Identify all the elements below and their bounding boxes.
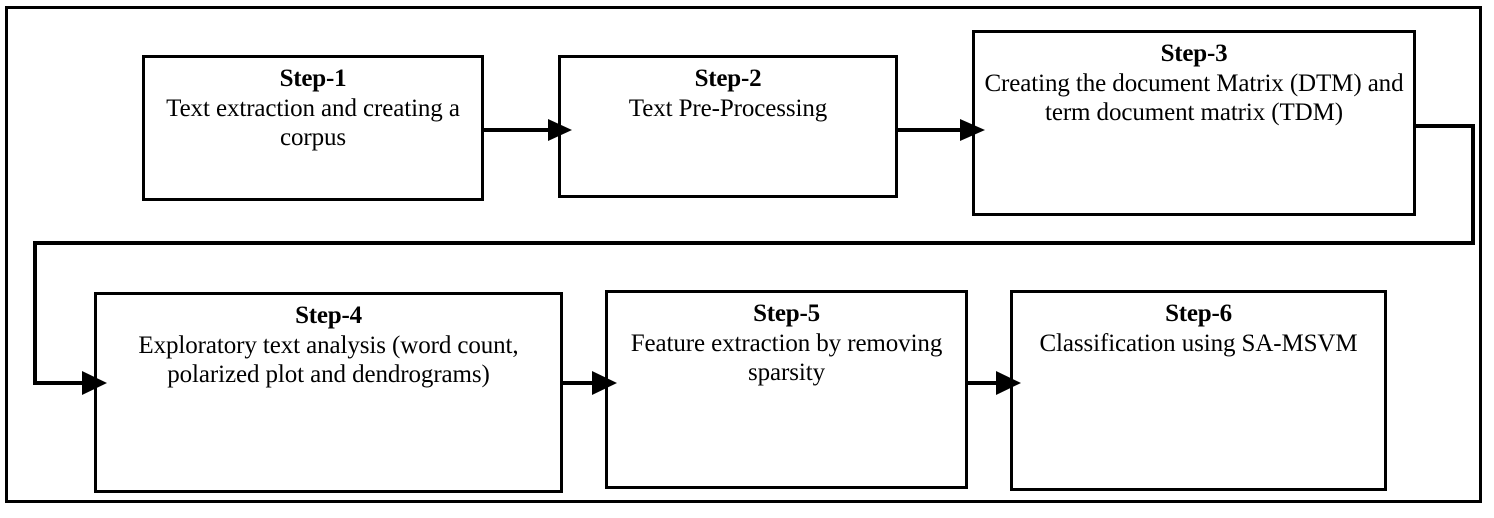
- step-3-title: Step-3: [1160, 40, 1228, 67]
- step-6-description: Classification using SA-MSVM: [1039, 329, 1358, 357]
- step-5-title: Step-5: [753, 300, 820, 327]
- flowchart-node-step-5[interactable]: Step-5 Feature extraction by removing sp…: [605, 290, 968, 489]
- step-3-description: Creating the document Matrix (DTM) and t…: [984, 69, 1404, 127]
- step-2-title: Step-2: [694, 65, 762, 92]
- flowchart-node-step-6[interactable]: Step-6 Classification using SA-MSVM: [1010, 290, 1387, 491]
- flowchart-node-step-1[interactable]: Step-1 Text extraction and creating a co…: [142, 55, 484, 201]
- flowchart-node-step-2[interactable]: Step-2 Text Pre-Processing: [558, 55, 898, 198]
- flowchart-node-step-3[interactable]: Step-3 Creating the document Matrix (DTM…: [972, 30, 1416, 216]
- step-5-description: Feature extraction by removing sparsity: [630, 329, 943, 387]
- step-1-title: Step-1: [279, 65, 347, 92]
- step-4-description: Exploratory text analysis (word count, p…: [138, 331, 519, 389]
- step-1-description: Text extraction and creating a corpus: [166, 94, 460, 152]
- step-6-title: Step-6: [1165, 300, 1232, 327]
- diagram-outer-frame: [5, 6, 1482, 503]
- step-2-description: Text Pre-Processing: [628, 94, 828, 122]
- flowchart-node-step-4[interactable]: Step-4 Exploratory text analysis (word c…: [94, 292, 563, 493]
- step-4-title: Step-4: [295, 302, 362, 329]
